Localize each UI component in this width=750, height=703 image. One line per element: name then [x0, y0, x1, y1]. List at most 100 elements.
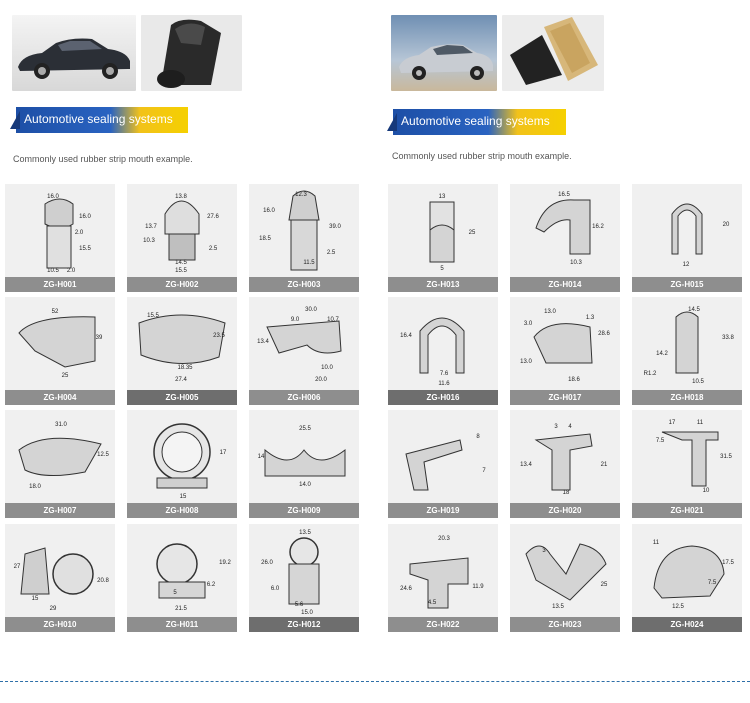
dimension-label: 28.6 — [598, 331, 610, 337]
profile-code-label: ZG-H017 — [510, 390, 620, 405]
dimension-label: 7.6 — [440, 371, 449, 377]
seal-photo-left — [141, 15, 242, 91]
profile-code-label: ZG-H004 — [5, 390, 115, 405]
dimension-label: 18.0 — [29, 484, 41, 490]
dimension-label: 10.0 — [321, 365, 333, 371]
dimension-label: 21.5 — [175, 606, 187, 612]
dimension-label: 2.5 — [209, 246, 218, 252]
dimension-label: 25 — [469, 230, 476, 236]
dimension-label: 11.9 — [472, 584, 484, 590]
dimension-label: 13.5 — [299, 530, 311, 536]
dimension-label: 13.0 — [544, 309, 556, 315]
dimension-label: 31.0 — [55, 422, 67, 428]
profile-code-label: ZG-H011 — [127, 617, 237, 632]
profile-code-label: ZG-H021 — [632, 503, 742, 518]
dimension-label: 20.8 — [97, 578, 109, 584]
dimension-label: 5.6 — [295, 602, 304, 608]
banner-title: Automotive sealing systems — [401, 114, 550, 128]
subtitle-right: Commonly used rubber strip mouth example… — [392, 151, 572, 161]
seal-profile-drawing: 16.516.210.3 — [535, 192, 604, 266]
car-photo-right — [391, 15, 497, 91]
dimension-label: 25 — [62, 373, 69, 379]
dimension-label: 13.4 — [257, 339, 269, 345]
profile-code-label: ZG-H013 — [388, 277, 498, 292]
dimension-label: 39 — [96, 335, 103, 341]
dimension-label: 13.7 — [145, 224, 157, 230]
dimension-label: 8 — [476, 434, 480, 440]
dimension-label: 27 — [14, 564, 21, 570]
dimension-label: 16.5 — [558, 192, 570, 198]
dimension-label: 10.5 — [47, 268, 59, 274]
profile-code-label: ZG-H009 — [249, 503, 359, 518]
seal-profile-drawing: 16.47.611.6 — [400, 317, 465, 387]
dimension-label: 18.35 — [177, 365, 193, 371]
dimension-label: 2.5 — [327, 250, 336, 256]
profile-code-label: ZG-H019 — [388, 503, 498, 518]
profile-code-label: ZG-H023 — [510, 617, 620, 632]
profile-code-label: ZG-H018 — [632, 390, 742, 405]
dimension-label: 31.5 — [720, 454, 732, 460]
dimension-label: 5 — [173, 590, 177, 596]
profile-code-label: ZG-H001 — [5, 277, 115, 292]
dimension-label: 11 — [697, 420, 704, 426]
dimension-label: 13.4 — [520, 462, 532, 468]
seal-profile-drawing: 87 — [405, 434, 486, 491]
dimension-label: 39.0 — [329, 224, 341, 230]
dimension-label: 4.5 — [428, 600, 437, 606]
page-divider — [0, 681, 750, 682]
dimension-label: 12.5 — [672, 604, 684, 610]
dimension-label: 16.0 — [47, 194, 59, 200]
dimension-label: 10 — [703, 488, 710, 494]
dimension-label: 14.0 — [299, 482, 311, 488]
dimension-label: 10.3 — [143, 238, 155, 244]
seal-profile-drawing: 13.01.33.028.613.018.6 — [520, 309, 610, 383]
profile-code-label: ZG-H022 — [388, 617, 498, 632]
dimension-label: 7 — [482, 468, 486, 474]
dimension-label: 14.5 — [688, 307, 700, 313]
dimension-label: 13 — [439, 194, 446, 200]
dimension-label: 16.0 — [79, 214, 91, 220]
dimension-label: 15 — [180, 494, 187, 500]
dimension-label: 10.3 — [570, 260, 582, 266]
seal-profile-drawing: 12.316.039.018.52.511.5 — [259, 190, 341, 271]
dimension-label: 20 — [723, 222, 730, 228]
profile-code-label: ZG-H014 — [510, 277, 620, 292]
dimension-label: 30.0 — [305, 307, 317, 313]
dimension-label: 2.0 — [75, 230, 84, 236]
dimension-label: 33.8 — [722, 335, 734, 341]
profile-code-label: ZG-H024 — [632, 617, 742, 632]
dimension-label: 1.3 — [586, 315, 595, 321]
dimension-label: 7.5 — [656, 438, 665, 444]
dimension-label: 14.5 — [175, 260, 187, 266]
dimension-label: 12.5 — [97, 452, 109, 458]
dimension-label: 18 — [563, 490, 570, 496]
dimension-label: 21 — [601, 462, 608, 468]
profile-code-label: ZG-H010 — [5, 617, 115, 632]
dimension-label: 17 — [669, 420, 676, 426]
dimension-label: 15 — [32, 596, 39, 602]
dimension-label: 13.0 — [520, 359, 532, 365]
dimension-label: 7.5 — [708, 580, 717, 586]
dimension-label: 11 — [653, 540, 660, 546]
seal-profile-drawing: 13.526.06.05.615.0 — [261, 530, 320, 616]
profile-code-label: ZG-H012 — [249, 617, 359, 632]
seal-profile-drawing: 31.0 12.5 18.0 — [18, 422, 109, 490]
dimension-label: 12.3 — [295, 192, 307, 198]
